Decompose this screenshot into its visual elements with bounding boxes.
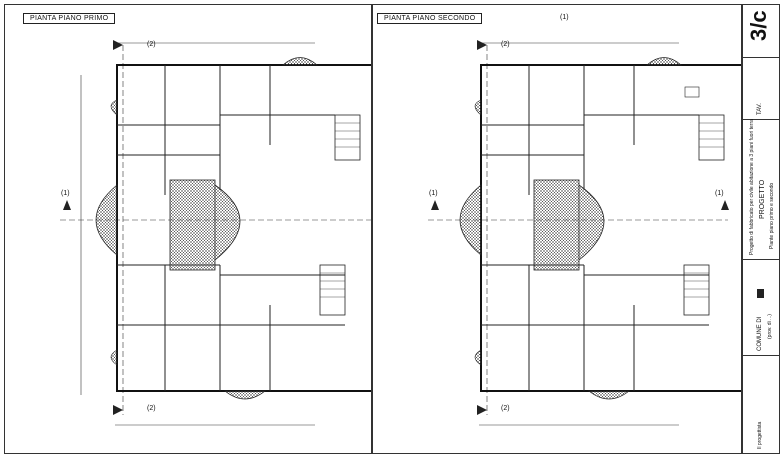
second-floor-title: PIANTA PIANO SECONDO <box>377 13 483 24</box>
section-mark-2-bottom: (2) <box>147 405 156 412</box>
technician-label: Il progettista <box>757 421 763 449</box>
first-floor-plan-drawing <box>60 40 371 426</box>
municipality-name: COMUNE DI <box>757 316 763 351</box>
municipality-cell: COMUNE DI (prov. di ...) <box>743 259 779 356</box>
first-floor-title: PIANTA PIANO PRIMO <box>23 13 116 24</box>
project-description: Progetto di fabbricato per civile abitaz… <box>749 119 755 255</box>
title-block: 3/c TAV. Progetto di fabbricato per civi… <box>742 4 780 454</box>
section-mark-1-right-r: (1) <box>715 190 724 197</box>
section-mark-2-top: (2) <box>147 41 156 48</box>
section-mark-2-bottom-r: (2) <box>501 405 510 412</box>
technician-cell: Il progettista <box>743 355 779 453</box>
municipal-crest-icon <box>757 289 764 298</box>
section-mark-1-left: (1) <box>61 190 70 197</box>
second-floor-plan-drawing <box>428 40 741 426</box>
left-plan-panel: PIANTA PIANO PRIMO (2) (2) (1) (1) <box>4 4 402 454</box>
province-name: (prov. di ...) <box>767 314 773 339</box>
sheet-reference-mark: (1) <box>560 14 569 21</box>
section-mark-2-top-r: (2) <box>501 41 510 48</box>
tavola-cell: TAV. <box>743 57 779 120</box>
section-mark-1-left-r: (1) <box>429 190 438 197</box>
sheet-number: 3/c <box>746 10 771 41</box>
project-label: PROGETTO <box>759 179 766 219</box>
right-plan-panel: PIANTA PIANO SECONDO (2) (2) (1) (1) <box>372 4 742 454</box>
project-subtitle: Piante piano primo e secondo <box>769 182 775 249</box>
project-cell: Progetto di fabbricato per civile abitaz… <box>743 119 779 260</box>
sheet-number-cell: 3/c <box>743 5 779 58</box>
tavola-label: TAV. <box>757 103 763 115</box>
